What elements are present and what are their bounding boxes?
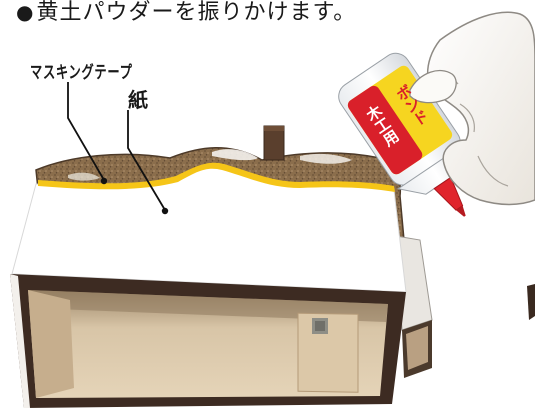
- tape-leader-line: [67, 82, 105, 181]
- display-box: [10, 274, 406, 408]
- caption-text: 黄土パウダーを振りかけます。: [36, 0, 357, 25]
- adjacent-box-edge: [527, 284, 535, 320]
- masking-tape-label: マスキングテープ: [30, 63, 133, 83]
- gloved-hand: [409, 11, 535, 206]
- paper-leader-dot: [161, 207, 169, 215]
- glue-bottle: [338, 52, 466, 217]
- masking-tape-strip: [38, 162, 395, 192]
- paper-leader-line: [127, 110, 166, 211]
- caption-bullet: ●: [16, 0, 35, 24]
- paper-label: 紙: [128, 88, 148, 112]
- chimney-post: [263, 125, 285, 161]
- annex-box: [395, 235, 433, 378]
- tape-leader-dot: [100, 177, 108, 185]
- instruction-caption: ●黄土パウダーを振りかけます。: [16, 0, 356, 26]
